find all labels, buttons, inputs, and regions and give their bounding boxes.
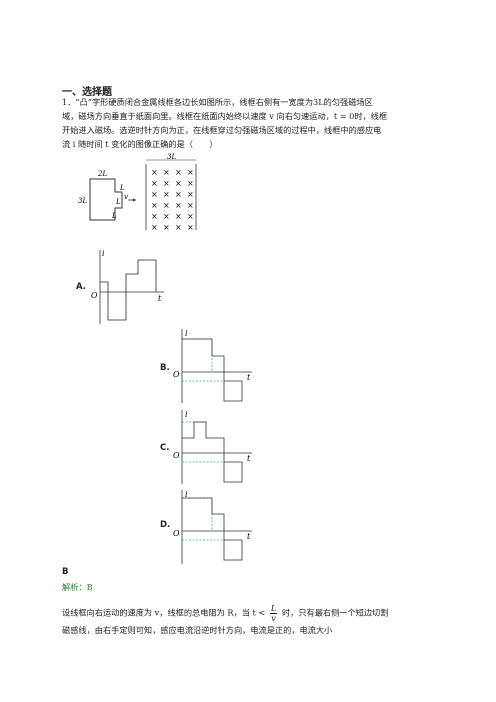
current-curve bbox=[182, 421, 243, 483]
explanation-line-2: 磁感线，由右手定则可知，感应电流沿逆时针方向，电流是正的，电流大小 bbox=[62, 625, 333, 635]
field-cross-mark: × bbox=[175, 223, 182, 232]
option-b-graph[interactable]: i t O bbox=[172, 325, 256, 405]
label-frame-top: 2L bbox=[97, 170, 107, 178]
field-cross-mark: × bbox=[187, 168, 194, 177]
field-cross-mark: × bbox=[151, 168, 158, 177]
option-c-graph[interactable]: i t O bbox=[172, 406, 256, 486]
label-frame-height: 3L bbox=[78, 197, 87, 205]
label-frame-step-top: L bbox=[119, 184, 125, 192]
explanation-label: 解析：B bbox=[62, 582, 93, 592]
option-d-graph[interactable]: i t O bbox=[172, 486, 256, 566]
option-d-label[interactable]: D. bbox=[160, 520, 171, 530]
x-axis-label: t bbox=[247, 454, 251, 463]
y-axis-label: i bbox=[185, 490, 188, 499]
origin-label: O bbox=[91, 291, 98, 300]
explanation-text-1a: 设线框向右运动的速度为 v，线框的总电阻为 R，当 t < bbox=[62, 607, 266, 618]
field-cross-mark: × bbox=[175, 168, 182, 177]
field-cross-mark: × bbox=[175, 201, 182, 210]
label-frame-step-bottom: L bbox=[111, 212, 117, 220]
field-cross-mark: × bbox=[187, 190, 194, 199]
explanation-line-1: 设线框向右运动的速度为 v，线框的总电阻为 R，当 t < L v 时，只有最右… bbox=[62, 604, 388, 623]
option-a-label[interactable]: A. bbox=[76, 282, 86, 292]
question-number: 1． bbox=[62, 97, 76, 107]
current-curve bbox=[182, 497, 243, 561]
option-c-label[interactable]: C. bbox=[160, 443, 170, 453]
field-cross-mark: × bbox=[187, 223, 194, 232]
field-cross-mark: × bbox=[163, 212, 170, 221]
y-axis-label: i bbox=[102, 249, 105, 258]
label-frame-short-side: L bbox=[115, 198, 121, 206]
label-velocity: v bbox=[124, 193, 128, 201]
field-cross-mark: × bbox=[175, 212, 182, 221]
origin-label: O bbox=[173, 529, 180, 538]
current-curve bbox=[182, 338, 243, 402]
question-figure: 3L 2L L v L L 3L ×××××××××××××××××××××××… bbox=[78, 153, 197, 232]
current-curve bbox=[100, 259, 157, 321]
origin-label: O bbox=[173, 370, 180, 379]
dashed-guide bbox=[182, 497, 213, 531]
wire-frame bbox=[89, 178, 123, 221]
field-cross-mark: × bbox=[175, 190, 182, 199]
field-cross-mark: × bbox=[163, 201, 170, 210]
field-cross-mark: × bbox=[163, 190, 170, 199]
question-line-2: 域，磁场方向垂直于纸面向里。线框在纸面内始终以速度 v 向右匀速运动，t = 0… bbox=[62, 111, 388, 121]
answer: B bbox=[62, 567, 69, 577]
option-b-label[interactable]: B. bbox=[160, 363, 170, 373]
fraction-denominator: v bbox=[271, 613, 276, 623]
field-cross-mark: × bbox=[151, 212, 158, 221]
question-line-1: 1．“凸”字形硬质闭合金属线框各边长如图所示，线框右侧有一宽度为3L的匀强磁场区 bbox=[62, 97, 373, 108]
x-axis-label: t bbox=[247, 532, 251, 541]
y-axis-label: i bbox=[185, 410, 188, 419]
fraction-numerator: L bbox=[269, 603, 278, 614]
field-cross-mark: × bbox=[151, 179, 158, 188]
fraction-l-over-v: L v bbox=[269, 603, 278, 623]
question-line-3: 开始进入磁场。选逆时针方向为正，在线框穿过匀强磁场区域的过程中，线框中的感应电 bbox=[62, 125, 382, 135]
dashed-curve bbox=[100, 259, 157, 321]
field-cross-mark: × bbox=[187, 201, 194, 210]
x-axis-label: t bbox=[247, 373, 251, 382]
explanation-text-1b: 时，只有最右侧一个短边切割 bbox=[281, 607, 389, 618]
dashed-guide bbox=[182, 338, 213, 372]
field-cross-mark: × bbox=[151, 223, 158, 232]
field-cross-mark: × bbox=[151, 201, 158, 210]
field-cross-mark: × bbox=[163, 168, 170, 177]
velocity-arrowhead bbox=[133, 198, 136, 202]
x-axis-label: t bbox=[158, 294, 162, 303]
field-cross-mark: × bbox=[163, 179, 170, 188]
field-cross-mark: × bbox=[163, 223, 170, 232]
field-cross-mark: × bbox=[187, 179, 194, 188]
field-cross-mark: × bbox=[187, 212, 194, 221]
option-a-graph[interactable]: i t O bbox=[88, 246, 168, 326]
label-field-width: 3L bbox=[167, 153, 176, 161]
section-title: 一、选择题 bbox=[62, 87, 112, 98]
origin-label: O bbox=[173, 451, 180, 460]
question-line-4: 流 i 随时间 t 变化的图像正确的是（ ） bbox=[62, 139, 218, 149]
field-cross-mark: × bbox=[151, 190, 158, 199]
y-axis-label: i bbox=[185, 329, 188, 338]
field-cross-marks: × × × × × × × × × × × × × × × × × × × × × × × × bbox=[151, 168, 194, 232]
question-text-1: “凸”字形硬质闭合金属线框各边长如图所示，线框右侧有一宽度为3L的匀强磁场区 bbox=[75, 97, 373, 107]
field-cross-mark: × bbox=[175, 179, 182, 188]
